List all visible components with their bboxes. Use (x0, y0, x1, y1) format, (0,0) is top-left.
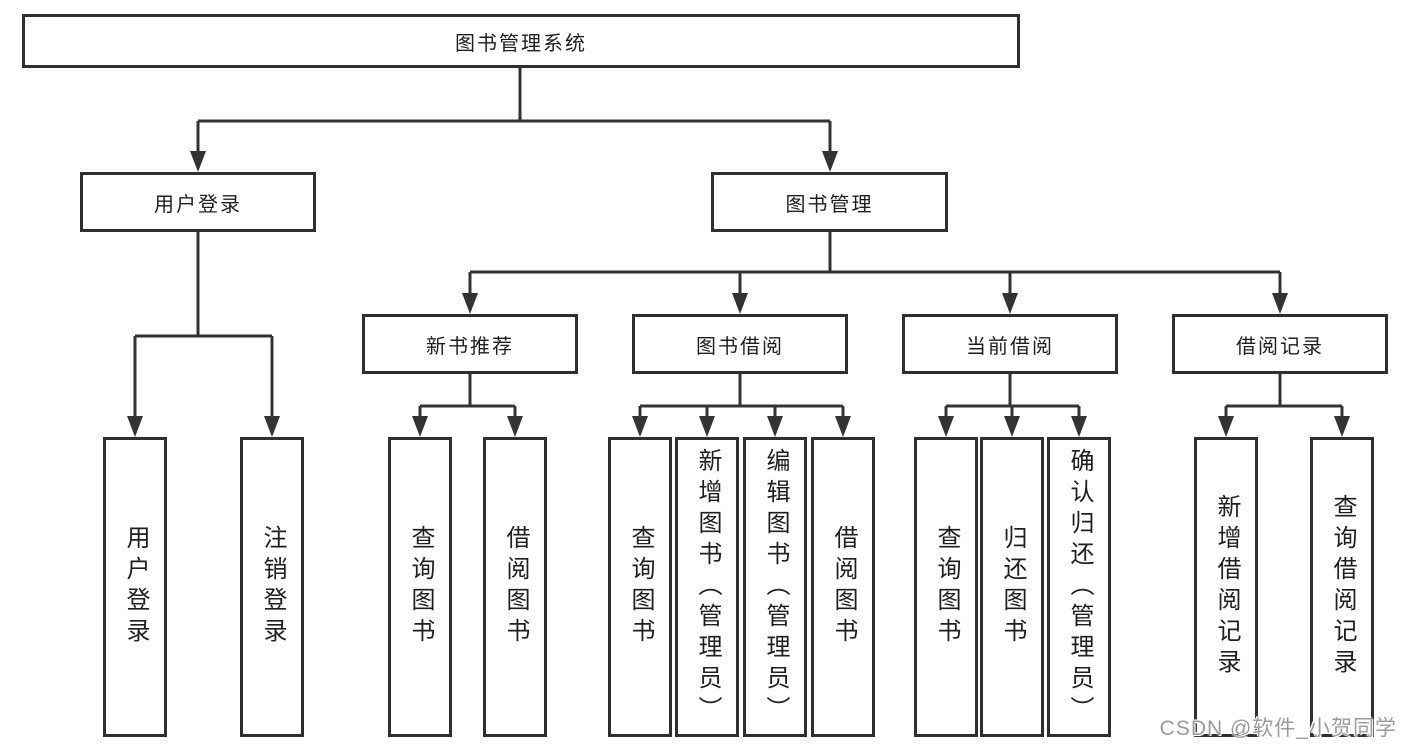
leaf-label: 编辑图书（管理员） (762, 447, 789, 727)
node-borrow-records: 借阅记录 (1172, 314, 1388, 374)
leaf-add-book-admin: 新增图书（管理员） (675, 437, 739, 737)
leaf-user-login: 用户登录 (103, 437, 167, 737)
leaf-label: 新增借阅记录 (1213, 494, 1240, 680)
leaf-query-books-1: 查询图书 (388, 437, 452, 737)
leaf-query-books-3: 查询图书 (914, 437, 978, 737)
node-book-borrow: 图书借阅 (632, 314, 848, 374)
leaf-label: 用户登录 (122, 525, 149, 649)
leaf-edit-book-admin: 编辑图书（管理员） (743, 437, 807, 737)
leaf-label: 查询图书 (407, 525, 434, 649)
leaf-borrow-books-1: 借阅图书 (483, 437, 547, 737)
node-new-book-recommend: 新书推荐 (362, 314, 578, 374)
node-user-login: 用户登录 (80, 172, 316, 232)
arrowheads (127, 151, 1350, 437)
leaf-label: 查询图书 (627, 525, 654, 649)
leaf-confirm-return-admin: 确认归还（管理员） (1047, 437, 1111, 737)
leaf-label: 借阅图书 (502, 525, 529, 649)
node-current-borrow: 当前借阅 (902, 314, 1118, 374)
leaf-return-book: 归还图书 (980, 437, 1044, 737)
leaf-label: 归还图书 (999, 525, 1026, 649)
node-book-management: 图书管理 (711, 172, 948, 232)
leaf-logout: 注销登录 (240, 437, 304, 737)
leaf-label: 新增图书（管理员） (694, 447, 721, 727)
leaf-label: 查询借阅记录 (1329, 494, 1356, 680)
leaf-label: 注销登录 (259, 525, 286, 649)
leaf-label: 查询图书 (933, 525, 960, 649)
leaf-query-borrow-record: 查询借阅记录 (1310, 437, 1374, 737)
leaf-label: 确认归还（管理员） (1066, 447, 1093, 727)
node-root-system: 图书管理系统 (22, 14, 1020, 68)
leaf-add-borrow-record: 新增借阅记录 (1194, 437, 1258, 737)
csdn-watermark: CSDN @软件_小贺同学 (1159, 717, 1397, 740)
leaf-label: 借阅图书 (830, 525, 857, 649)
leaf-query-books-2: 查询图书 (608, 437, 672, 737)
leaf-borrow-books-2: 借阅图书 (811, 437, 875, 737)
